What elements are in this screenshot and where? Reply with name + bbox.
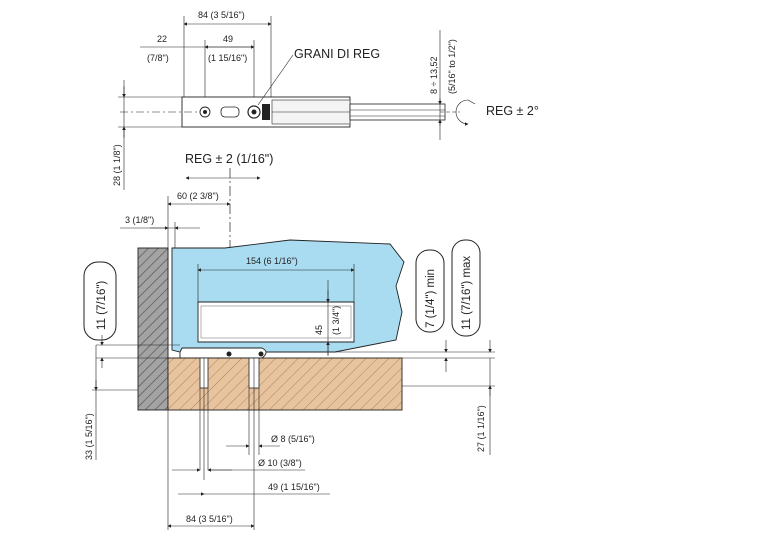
- sec-dim-11-max: 11 (7/16") max: [461, 256, 473, 330]
- sec-dim-45-in: (1 3/4"): [331, 306, 341, 335]
- top-dim-8-13: 8 ÷ 13,52: [429, 57, 439, 94]
- wall-section: [137, 247, 169, 411]
- top-dim-84: 84 (3 5/16"): [198, 10, 245, 20]
- top-dim-28: 28 (1 1/8"): [112, 144, 122, 186]
- sec-dim-27: 27 (1 1/16"): [476, 405, 486, 452]
- top-dim-49: 49: [223, 34, 233, 44]
- top-dim-22: 22: [157, 34, 167, 44]
- sec-dim-11-left: 11 (7/16"): [96, 281, 108, 330]
- sec-dim-45: 45: [314, 325, 324, 335]
- top-dim-8-13-in: (5/16" to 1/2"): [447, 39, 457, 94]
- sec-dim-7-min: 7 (1/4") min: [425, 269, 437, 328]
- sec-dim-49-bottom: 49 (1 15/16"): [268, 482, 320, 492]
- top-view: 84 (3 5/16") 22 (7/8") 49 (1 15/16") GRA…: [112, 10, 539, 190]
- top-dim-49-in: (1 15/16"): [208, 53, 247, 63]
- sec-dim-154: 154 (6 1/16"): [246, 256, 298, 266]
- sec-dim-3: 3 (1/8"): [125, 215, 154, 225]
- sec-dim-84-bottom: 84 (3 5/16"): [186, 514, 233, 524]
- sec-dia-10: Ø 10 (3/8"): [258, 458, 302, 468]
- section-view: REG ± 2 (1/16") 60 (2 3/8") 3 (1/8") 154…: [83, 152, 495, 530]
- sec-dim-33: 33 (1 5/16"): [84, 413, 94, 460]
- top-dim-22-in: (7/8"): [147, 53, 169, 63]
- reg-shift-label: REG ± 2 (1/16"): [185, 152, 273, 166]
- sec-dia-8: Ø 8 (5/16"): [271, 434, 315, 444]
- hinge-plate: [179, 347, 267, 359]
- grani-label: GRANI DI REG: [294, 47, 380, 61]
- reg-angle-label: REG ± 2°: [486, 104, 539, 118]
- sec-dim-60: 60 (2 3/8"): [177, 191, 219, 201]
